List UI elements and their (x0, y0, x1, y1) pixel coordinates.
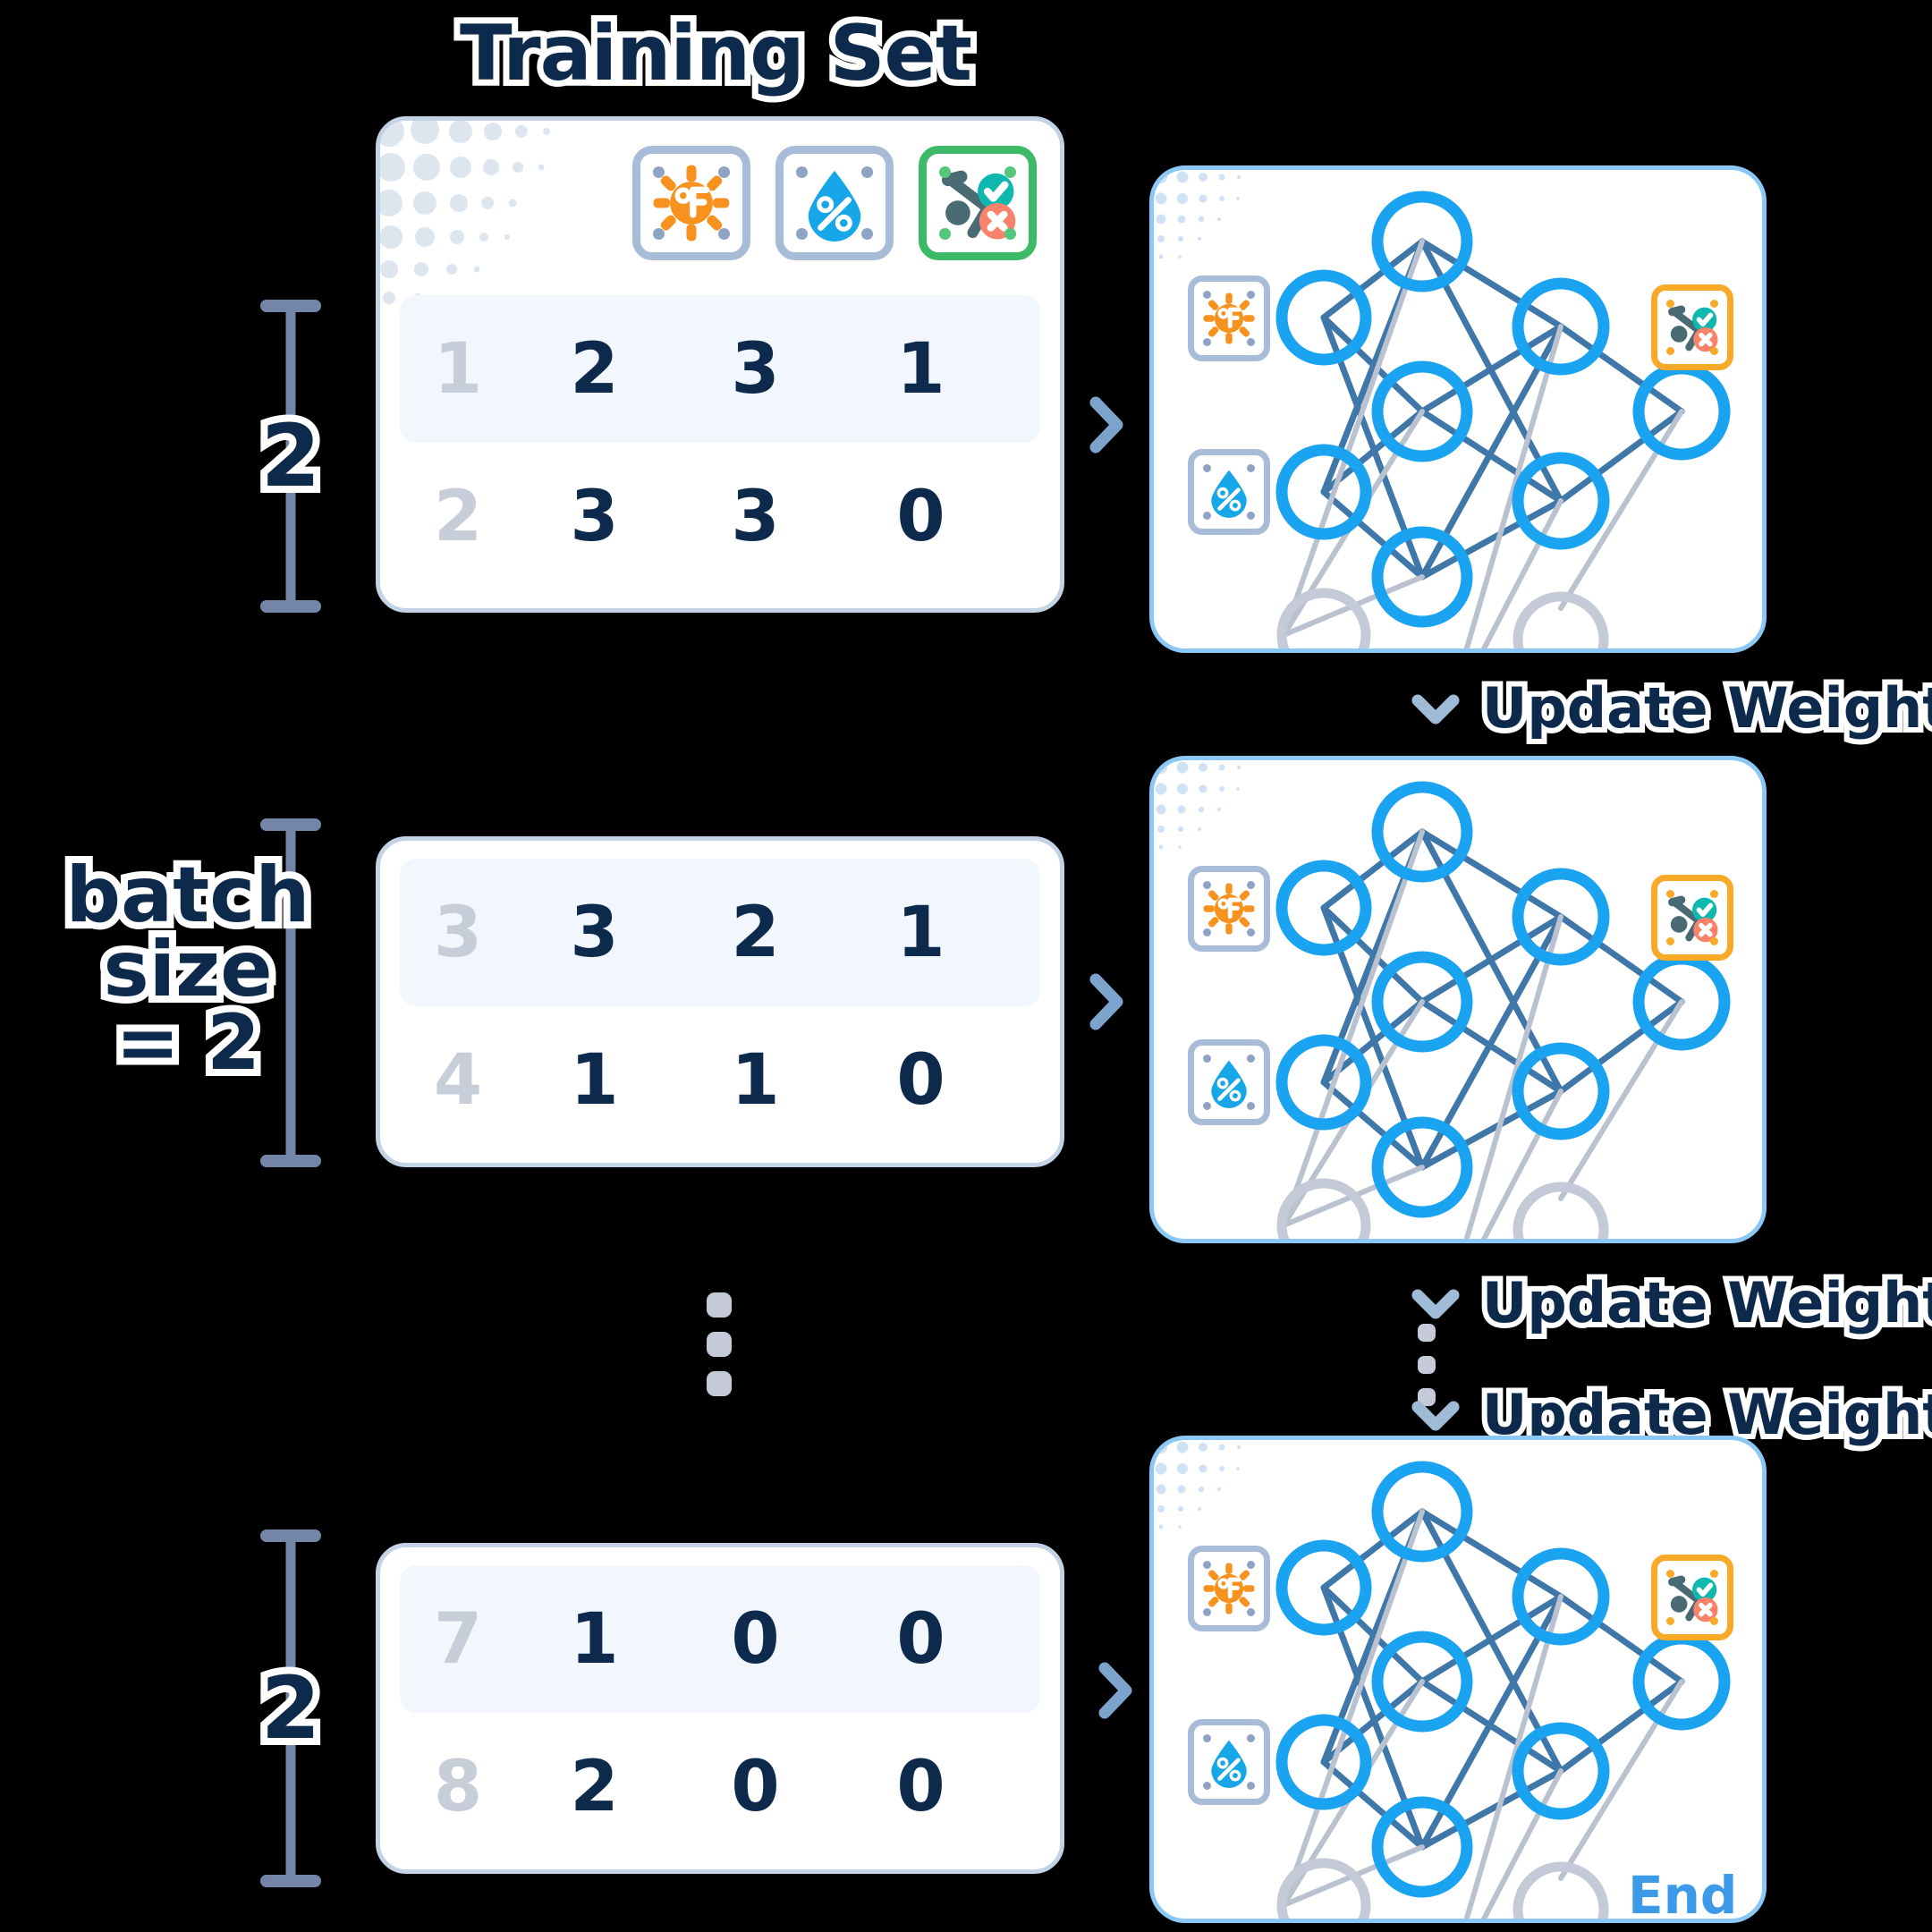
row-index: 7 (433, 1598, 483, 1680)
row-index: 1 (433, 328, 483, 410)
update-weights-label: Update Weights (1477, 1265, 1932, 1341)
batch-size-line-3: = 2 (108, 997, 267, 1089)
cell-label: 1 (896, 892, 945, 973)
cell-humidity: 1 (731, 1039, 780, 1121)
batch-measure-3: 2 (237, 1530, 344, 1887)
temperature-fahrenheit-icon (632, 146, 750, 260)
cell-label: 0 (896, 1039, 945, 1121)
measure-bar (285, 1530, 296, 1887)
batch-size-line-1: batch (59, 850, 318, 941)
network-edges (1275, 781, 1731, 1239)
cell-humidity: 3 (731, 476, 780, 557)
network-input-temperature-icon (1188, 866, 1270, 952)
batch-size-line-2: size (96, 924, 279, 1014)
neural-network-1 (1149, 165, 1767, 653)
play-golf-label-icon (919, 146, 1037, 260)
row-index: 8 (433, 1746, 483, 1827)
network-input-temperature-icon (1188, 275, 1270, 361)
table-row: 4 1 1 0 (400, 1006, 1040, 1154)
forward-arrow-2 (1087, 970, 1128, 1037)
update-weights-1: Update Weights (1409, 670, 1932, 746)
cell-label: 0 (896, 476, 945, 557)
measure-cap-bottom (260, 600, 321, 613)
batch-measure-2 (237, 818, 344, 1167)
row-index: 3 (433, 892, 483, 973)
table-row: 3 3 2 1 (400, 859, 1040, 1006)
table-row: 7 1 0 0 (400, 1565, 1040, 1713)
forward-arrow-1 (1087, 394, 1128, 460)
network-input-humidity-icon (1188, 1039, 1270, 1125)
cell-temperature: 2 (570, 328, 619, 410)
measure-cap-top (260, 818, 321, 831)
cell-humidity: 2 (731, 892, 780, 973)
page-title: Training Set (453, 3, 979, 105)
measure-label: 2 (254, 399, 328, 513)
network-input-humidity-icon (1188, 1719, 1270, 1805)
network-input-temperature-icon (1188, 1546, 1270, 1631)
chevron-down-icon (1411, 1401, 1460, 1430)
row-index: 4 (433, 1039, 483, 1121)
vertical-ellipsis-icon-right (1418, 1324, 1436, 1406)
training-set-table-1: 1 2 3 1 2 3 3 0 (376, 116, 1064, 613)
table-row: 1 2 3 1 (400, 295, 1040, 443)
row-index: 2 (433, 476, 483, 557)
cell-label: 1 (896, 328, 945, 410)
batch-measure-1: 2 (237, 300, 344, 613)
cell-humidity: 3 (731, 328, 780, 410)
cell-label: 0 (896, 1598, 945, 1680)
cell-temperature: 1 (570, 1039, 619, 1121)
batch-size-label: batch size = 2 (54, 850, 322, 1089)
vertical-ellipsis-icon-middle (707, 1292, 732, 1396)
training-set-table-2: 3 3 2 1 4 1 1 0 (376, 836, 1064, 1167)
measure-cap-bottom (260, 1875, 321, 1887)
update-weights-label: Update Weights (1477, 670, 1932, 746)
network-output-label-icon (1651, 875, 1733, 961)
network-output-label-icon (1651, 284, 1733, 370)
training-set-table-3: 7 1 0 0 8 2 0 0 (376, 1543, 1064, 1874)
measure-cap-top (260, 300, 321, 312)
measure-label: 2 (254, 1651, 328, 1766)
cell-label: 0 (896, 1746, 945, 1827)
neural-network-2 (1149, 756, 1767, 1243)
measure-cap-top (260, 1530, 321, 1542)
table-row: 2 3 3 0 (400, 443, 1040, 590)
forward-arrow-3 (1096, 1659, 1137, 1725)
cell-humidity: 0 (731, 1598, 780, 1680)
table-header-1 (400, 146, 1049, 260)
cell-temperature: 3 (570, 892, 619, 973)
cell-temperature: 2 (570, 1746, 619, 1827)
chevron-down-icon (1411, 1289, 1460, 1318)
network-output-label-icon (1651, 1555, 1733, 1640)
network-edges (1275, 1461, 1731, 1919)
cell-temperature: 1 (570, 1598, 619, 1680)
cell-temperature: 3 (570, 476, 619, 557)
measure-cap-bottom (260, 1155, 321, 1167)
neural-network-3 (1149, 1436, 1767, 1923)
network-input-humidity-icon (1188, 449, 1270, 535)
table-row: 8 2 0 0 (400, 1713, 1040, 1860)
update-weights-2: Update Weights (1409, 1265, 1932, 1341)
cell-humidity: 0 (731, 1746, 780, 1827)
measure-bar (285, 300, 296, 613)
measure-bar (285, 818, 296, 1167)
humidity-percent-icon (775, 146, 894, 260)
network-edges (1275, 191, 1731, 648)
end-label: End (1623, 1860, 1741, 1930)
chevron-down-icon (1411, 694, 1460, 724)
